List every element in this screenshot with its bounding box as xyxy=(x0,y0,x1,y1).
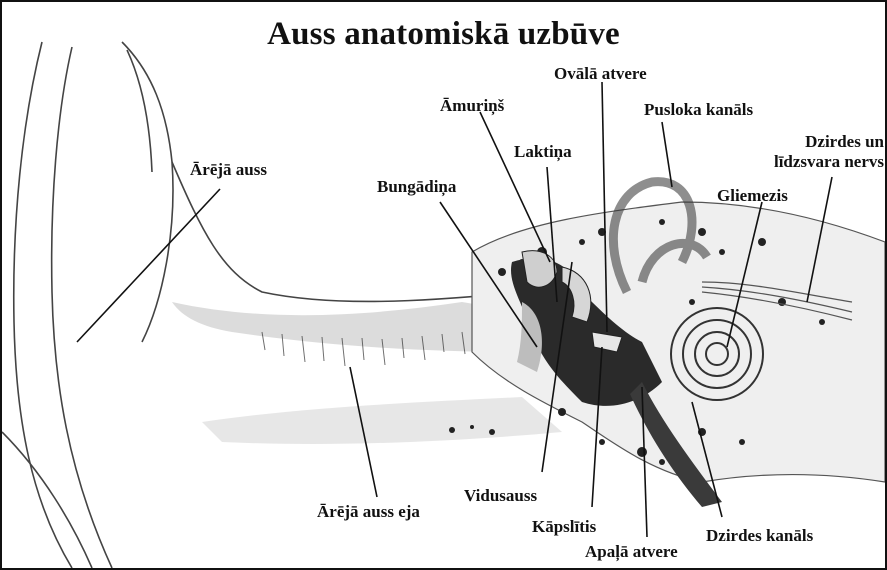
label-middle-ear: Vidusauss xyxy=(464,486,537,506)
label-auditory-tube: Dzirdes kanāls xyxy=(706,526,813,546)
label-round-window: Apaļā atvere xyxy=(585,542,678,562)
label-oval-window: Ovālā atvere xyxy=(554,64,647,84)
label-semicircular-canal: Pusloka kanāls xyxy=(644,100,753,120)
diagram-title: Auss anatomiskā uzbūve xyxy=(2,16,885,53)
canal-lower-tissue xyxy=(202,397,562,444)
label-stirrup: Kāpslītis xyxy=(532,517,596,537)
label-hammer: Āmuriņš xyxy=(440,96,504,116)
label-ear-canal: Ārējā auss eja xyxy=(317,502,420,522)
label-cochlea: Gliemezis xyxy=(717,186,788,206)
label-outer-ear: Ārējā auss xyxy=(190,160,267,180)
label-anvil: Laktiņa xyxy=(514,142,572,162)
label-eardrum: Bungādiņa xyxy=(377,177,456,197)
label-nerve-line2: līdzsvara nervs xyxy=(742,152,884,172)
label-nerve-line1: Dzirdes un xyxy=(764,132,884,152)
canal-upper-tissue xyxy=(172,302,522,352)
